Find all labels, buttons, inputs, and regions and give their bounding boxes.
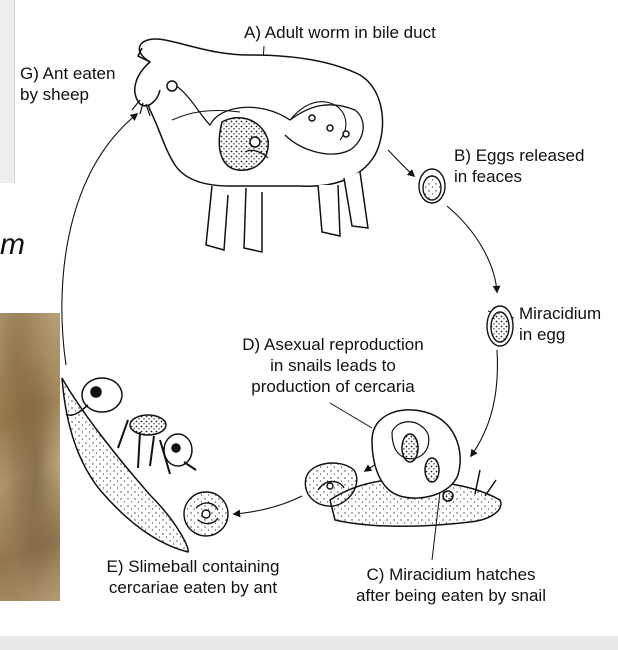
bottom-bar [0, 636, 618, 650]
label-a-adult-worm: A) Adult worm in bile duct [244, 23, 436, 42]
arrow-sheep-to-eggs [387, 149, 416, 178]
label-g-ant-eaten: G) Ant eaten by sheep [20, 64, 116, 104]
ant-drawing [61, 377, 197, 553]
arrow-sporocyst-to-slimeball [232, 495, 303, 518]
sporocyst-drawing [304, 462, 358, 507]
snail-drawing [329, 409, 502, 527]
label-miracidium-in-egg: Miracidium in egg [519, 304, 602, 344]
egg-drawing [418, 168, 446, 204]
label-c-miracidium-hatches: C) Miracidium hatches after being eaten … [356, 565, 546, 605]
sheep-drawing [131, 38, 384, 253]
left-panel-edge [0, 0, 15, 183]
ant-photo-fragment [0, 313, 60, 601]
label-e-slimeball: E) Slimeball containing cercariae eaten … [106, 557, 280, 597]
arrow-eggs-to-miracidium [446, 205, 501, 294]
cut-off-title-fragment: m [0, 228, 25, 261]
label-d-asexual-reproduction: D) Asexual reproduction in snails leads … [242, 335, 424, 396]
miracidium-egg-drawing [486, 305, 514, 347]
arrow-ant-to-sheep [61, 113, 139, 366]
label-b-eggs-released: B) Eggs released in feaces [454, 146, 585, 186]
arrow-miracidium-to-snail [470, 349, 499, 458]
slimeball-drawing [183, 491, 229, 537]
